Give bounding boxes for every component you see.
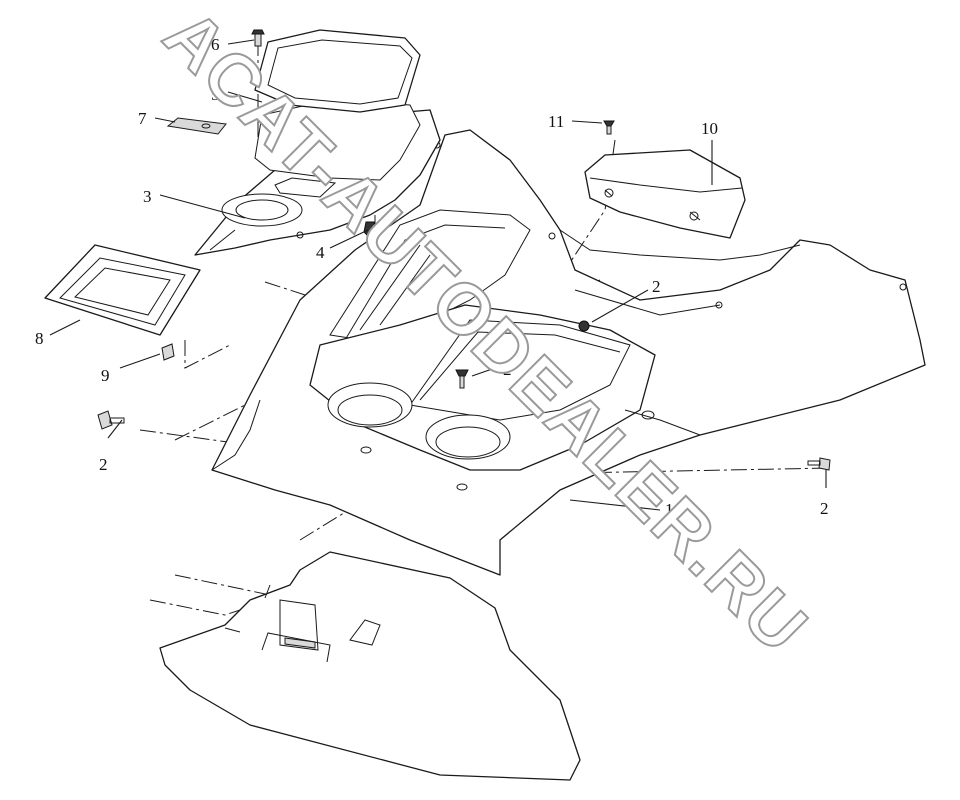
- fastener-left: [97, 410, 125, 430]
- callout-10: 10: [701, 119, 718, 138]
- callout-6: 6: [211, 35, 220, 54]
- callout-1: 1: [665, 500, 674, 519]
- part-9-clip: [161, 343, 175, 361]
- floor-panel: [159, 551, 581, 781]
- part-2-fasteners: [97, 320, 831, 471]
- callout-3: 3: [143, 187, 152, 206]
- callout-2-left: 2: [99, 455, 108, 474]
- callout-2-right: 2: [820, 499, 829, 518]
- callout-2-center: 2: [503, 360, 512, 379]
- callout-11: 11: [548, 112, 564, 131]
- leader-lines: [49, 39, 827, 511]
- callout-5: 5: [211, 85, 220, 104]
- part-7-bracket: [166, 117, 227, 135]
- part-1-console-body: [211, 129, 926, 576]
- callout-4: 4: [316, 243, 325, 262]
- callout-8: 8: [35, 329, 44, 348]
- part-4-clip: [363, 221, 377, 239]
- callout-2-upper-right: 2: [652, 277, 661, 296]
- part-11-screw: [603, 120, 615, 135]
- fastener-center: [455, 369, 469, 389]
- part-5-trim-frame: [254, 29, 421, 113]
- fastener-right: [807, 457, 831, 471]
- callout-labels: 1 2 2 2 2 3 4 5 6 7 8 9 10 11: [35, 35, 829, 519]
- part-3-shift-console: [194, 99, 441, 256]
- fastener-upper-right: [578, 320, 590, 332]
- callout-7: 7: [138, 109, 147, 128]
- part-8-tray: [44, 244, 201, 336]
- part-10-storage-box: [584, 149, 746, 239]
- part-6-screw: [251, 29, 265, 47]
- callout-9: 9: [101, 366, 110, 385]
